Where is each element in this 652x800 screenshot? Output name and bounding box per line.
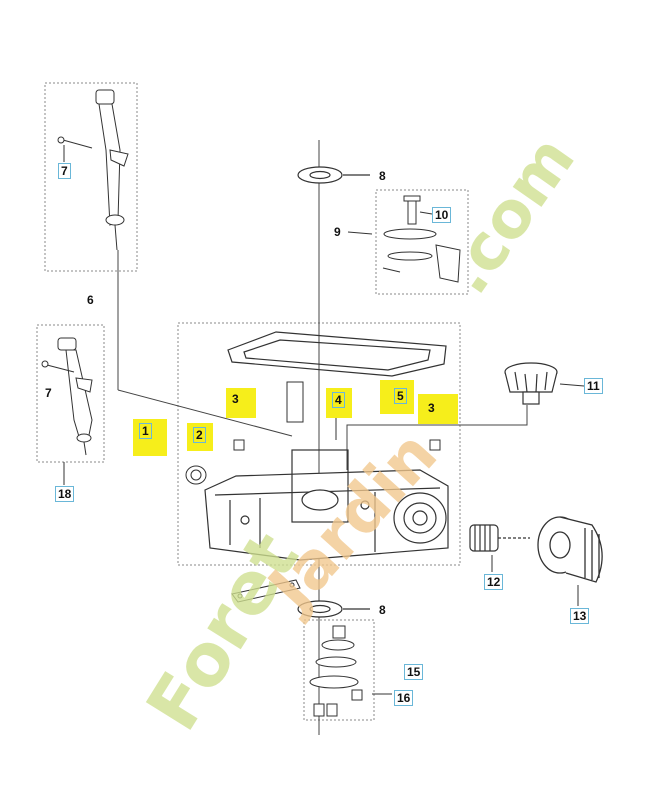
connector-line-1	[117, 389, 293, 437]
part-label-2[interactable]: 2	[193, 427, 206, 443]
part-label-16[interactable]: 16	[394, 690, 414, 706]
part-label-15[interactable]: 15	[404, 664, 424, 680]
part-label-13[interactable]: 13	[570, 608, 590, 624]
oil-seal-bottom-drawing	[297, 600, 370, 618]
small-crankcase-parts-drawing	[185, 381, 441, 485]
part-label-3a[interactable]: 3	[232, 392, 239, 406]
link-plate-drawing	[231, 579, 301, 603]
part-label-6[interactable]: 6	[87, 293, 94, 307]
gear-parts-drawing	[309, 625, 392, 717]
part-label-18[interactable]: 18	[55, 486, 75, 502]
highlight-part-2: 2	[187, 423, 213, 451]
highlight-part-3a: 3	[226, 388, 256, 418]
dipstick-tube-bottom-drawing	[41, 337, 93, 456]
highlight-part-3b: 3	[418, 394, 458, 424]
dipstick-group-box-bottom	[36, 324, 105, 463]
part-label-3b[interactable]: 3	[428, 401, 435, 415]
part-label-7b[interactable]: 7	[45, 386, 52, 400]
part-label-9[interactable]: 9	[334, 225, 341, 239]
gear-group-box	[303, 619, 375, 721]
dipstick-tube-top-drawing	[57, 89, 129, 251]
governor-group-box	[375, 189, 469, 295]
oil-filter-drawing	[537, 516, 603, 583]
part-label-8a[interactable]: 8	[379, 169, 386, 183]
highlight-part-4: 4	[326, 388, 352, 418]
highlight-part-1: 1	[133, 419, 167, 456]
crankcase-body-drawing	[204, 449, 449, 561]
governor-parts-drawing	[382, 195, 461, 283]
dipstick-group-box-top	[44, 82, 138, 272]
part-label-12[interactable]: 12	[484, 574, 504, 590]
part-label-5[interactable]: 5	[394, 388, 407, 404]
highlight-part-5: 5	[380, 380, 414, 414]
part-label-4[interactable]: 4	[332, 392, 345, 408]
part-label-11[interactable]: 11	[584, 378, 603, 394]
oil-filter-head-drawing	[504, 362, 558, 405]
part-label-1[interactable]: 1	[139, 423, 152, 439]
part-label-10[interactable]: 10	[432, 207, 452, 223]
part-label-7a[interactable]: 7	[58, 163, 71, 179]
gasket-drawing	[227, 331, 447, 377]
connector-line-11	[346, 405, 528, 470]
oil-seal-top-drawing	[297, 166, 370, 184]
part-label-8b[interactable]: 8	[379, 603, 386, 617]
filter-nipple-drawing	[469, 524, 530, 552]
